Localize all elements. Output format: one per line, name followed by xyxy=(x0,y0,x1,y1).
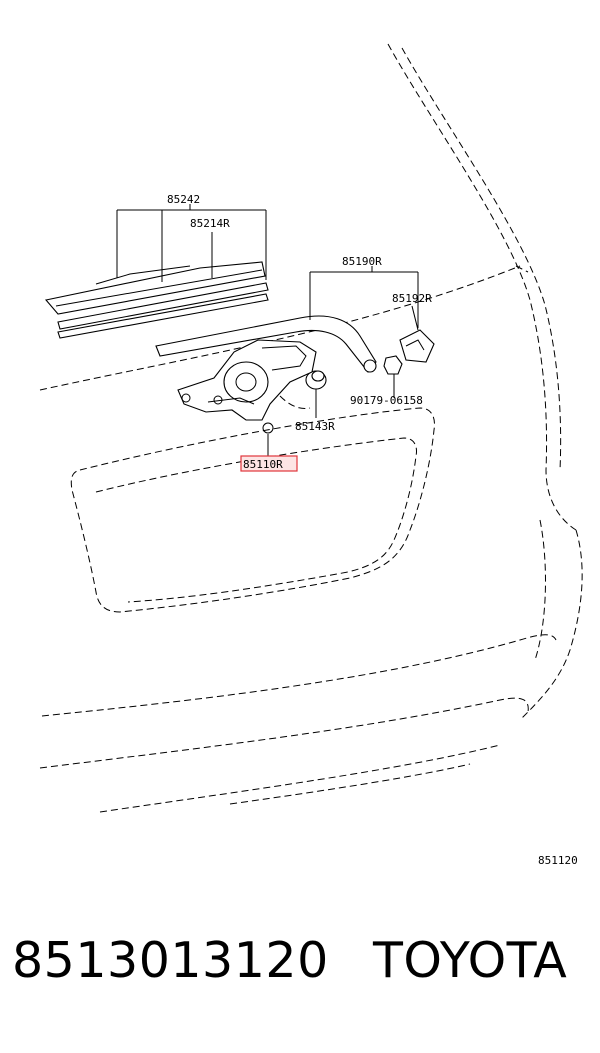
highlight-box xyxy=(240,455,298,472)
arm-cap-illustration xyxy=(399,305,435,363)
callout-pivot-cap[interactable]: 85143R xyxy=(295,420,335,433)
callout-arm-assembly[interactable]: 85190R xyxy=(342,255,382,268)
callout-blade-refill[interactable]: 85214R xyxy=(190,217,230,230)
nut-illustration xyxy=(383,355,403,398)
vehicle-body-outline xyxy=(39,43,583,813)
footer: 8513013120 TOYOTA xyxy=(0,932,600,1012)
callout-nut[interactable]: 90179-06158 xyxy=(350,394,423,407)
pivot-cap-illustration xyxy=(305,370,327,418)
callout-arm-cap[interactable]: 85192R xyxy=(392,292,432,305)
wiper-motor-illustration xyxy=(177,339,317,456)
parts-diagram: 85242 85214R 85190R 85192R 90179-06158 8… xyxy=(39,43,583,813)
brand-name: TOYOTA xyxy=(373,932,568,989)
highlighted-callout[interactable]: 85110R xyxy=(240,455,298,472)
callout-blade-assembly[interactable]: 85242 xyxy=(167,193,200,206)
wiper-blade-illustration xyxy=(44,261,269,339)
figure-code: 851120 xyxy=(538,854,578,867)
callout-motor-assembly[interactable]: 85110R xyxy=(243,458,283,471)
wiper-arm-illustration xyxy=(155,266,419,373)
part-number: 8513013120 xyxy=(12,932,329,989)
blade-callout-lines xyxy=(116,204,267,282)
